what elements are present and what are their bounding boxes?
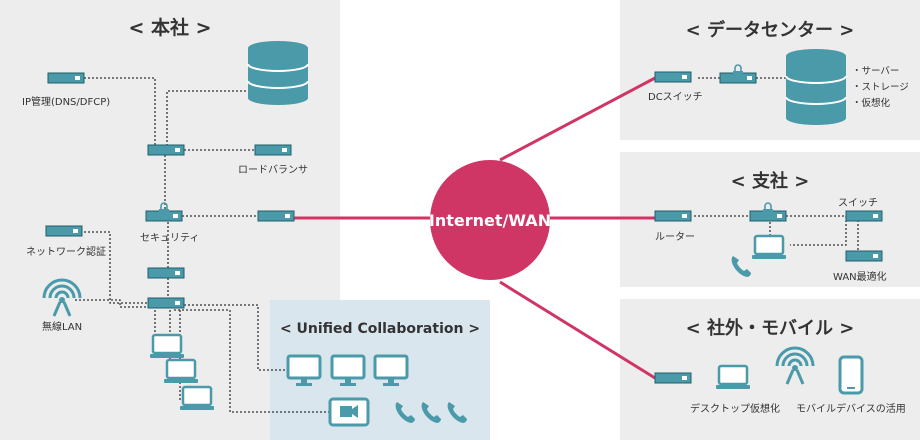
mobile-panel (620, 299, 920, 440)
desktop-label: デスクトップ仮想化 (690, 402, 780, 415)
nac-label: ネットワーク認証 (26, 245, 106, 258)
laptop-icon (714, 364, 752, 391)
dc-service: ・ストレージ (852, 82, 909, 93)
ip-switch-icon (47, 72, 85, 84)
wan-links (293, 76, 656, 380)
dc-panel (620, 0, 920, 140)
server-icon (247, 41, 309, 105)
dc-switch-label: DCスイッチ (648, 91, 703, 103)
edge-switch-icon (257, 210, 295, 222)
server-icon (785, 49, 847, 125)
branch-title: < 支社 > (731, 170, 810, 192)
dc-switch-icon (654, 71, 692, 83)
router-icon (654, 210, 692, 222)
laptop-icon (148, 333, 186, 360)
hq-title: < 本社 > (128, 16, 211, 39)
core-switch-icon (147, 144, 185, 156)
access-switch-2-icon (147, 297, 185, 309)
wan-label: Internet/WAN (429, 211, 551, 230)
wan-cloud (430, 160, 550, 280)
laptop-icon (178, 385, 216, 412)
branch-switch-icon (845, 210, 883, 222)
switch-label: スイッチ (838, 197, 878, 209)
ip-label: IP管理(DNS/DFCP) (22, 95, 110, 108)
dc-service: ・仮想化 (852, 97, 891, 109)
wanopt-icon (845, 250, 883, 262)
wanopt-label: WAN最適化 (833, 270, 887, 283)
wlan-label: 無線LAN (42, 320, 82, 333)
uc-title: < Unified Collaboration > (280, 321, 480, 337)
laptop-icon (750, 234, 788, 261)
dc-service: ・サーバー (852, 66, 899, 77)
laptop-icon (162, 358, 200, 385)
access-switch-1-icon (147, 267, 185, 279)
mobile-title: < 社外・モバイル > (686, 317, 855, 339)
loadbalancer-label: ロードバランサ (238, 164, 308, 176)
smartphone-icon (838, 355, 864, 395)
dc-title: < データセンター > (686, 19, 855, 41)
mobile-gateway-icon (654, 372, 692, 384)
loadbalancer-icon (254, 144, 292, 156)
nac-switch-icon (45, 225, 83, 237)
router-label: ルーター (655, 231, 695, 243)
security-label: セキュリティ (140, 232, 199, 244)
device-label: モバイルデバイスの活用 (796, 402, 906, 415)
camera-icon (328, 397, 370, 427)
hq-connections (75, 77, 859, 413)
